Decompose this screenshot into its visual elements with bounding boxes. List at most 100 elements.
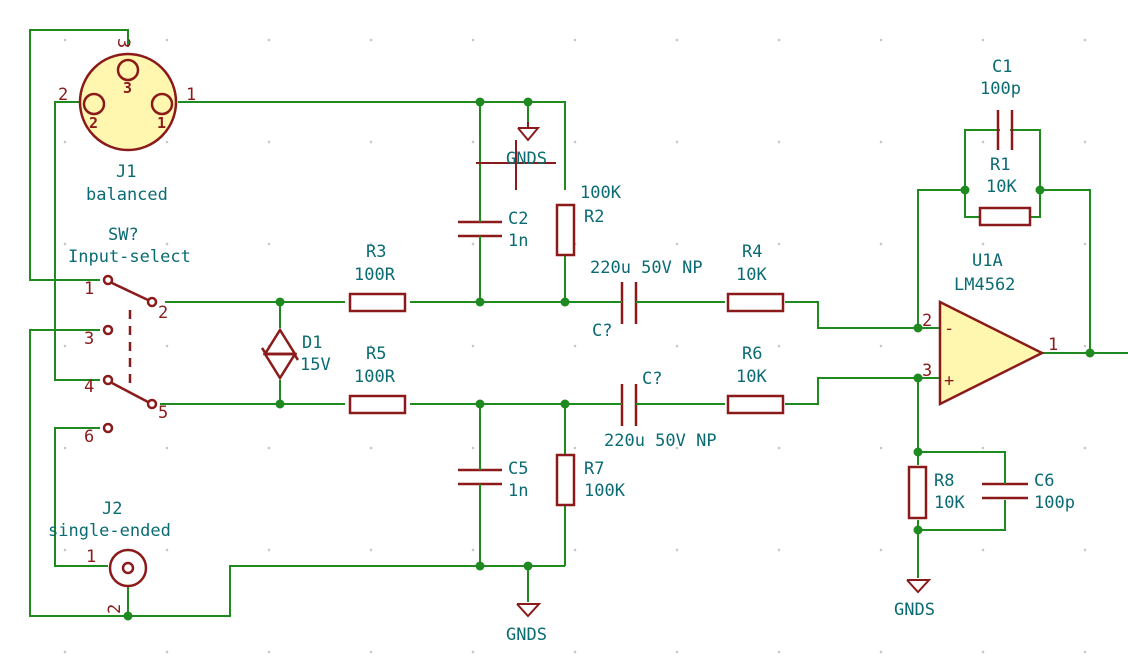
grid-dot	[573, 548, 577, 552]
r6-value: 10K	[736, 367, 767, 387]
junction	[913, 447, 923, 457]
junction	[475, 297, 485, 307]
wires	[29, 29, 1128, 617]
junction	[123, 611, 133, 621]
opamp-u1a[interactable]: - + 2 3 1 U1A LM4562	[922, 251, 1058, 407]
grid-dot	[879, 446, 883, 450]
grid-dot	[777, 344, 781, 348]
d1-bar-kink-b	[292, 353, 300, 361]
grid-dot	[1083, 242, 1087, 246]
junction	[523, 97, 533, 107]
grid-dot	[267, 140, 271, 144]
switch-contact-5[interactable]	[146, 398, 158, 410]
switch-contact-4[interactable]	[102, 374, 114, 386]
grid-dot	[369, 650, 373, 654]
grid-dot	[981, 548, 985, 552]
c1-ref: C1	[992, 57, 1012, 77]
resistor-r4[interactable]: R4 10K	[726, 242, 785, 313]
r2-body	[555, 203, 576, 257]
grid-dot	[675, 650, 679, 654]
capacitor-c2[interactable]: C2 1n	[458, 209, 528, 251]
grid-dot	[573, 140, 577, 144]
grid-dot	[369, 38, 373, 42]
grid-dot	[1083, 446, 1087, 450]
grid-dot	[573, 38, 577, 42]
grid-dot	[879, 344, 883, 348]
wire-r8-bottom	[917, 500, 1006, 531]
switch-contact-3[interactable]	[102, 324, 114, 336]
r3-ref: R3	[366, 242, 386, 262]
grid-dot	[165, 650, 169, 654]
junction	[475, 399, 485, 409]
junction	[475, 97, 485, 107]
grid-dot	[63, 446, 67, 450]
junction	[523, 561, 533, 571]
switch-contact-1[interactable]	[102, 274, 114, 286]
switch-lever-b	[111, 381, 149, 404]
switch-value: Input-select	[68, 247, 191, 267]
grid-dot	[981, 650, 985, 654]
grid-dot	[777, 446, 781, 450]
grid-dot	[471, 548, 475, 552]
r8-ref: R8	[934, 471, 954, 491]
junctions	[123, 97, 1095, 621]
resistor-r1[interactable]: R1 10K	[978, 155, 1032, 227]
r7-value: 100K	[584, 481, 626, 501]
resistor-r5[interactable]: R5 100R	[348, 344, 407, 415]
wire-feedback-left	[917, 189, 965, 328]
grid-dot	[879, 548, 883, 552]
grid-dot	[777, 650, 781, 654]
c1-value: 100p	[980, 79, 1021, 99]
switch-pin-5: 5	[158, 403, 168, 423]
grid-dot	[981, 446, 985, 450]
grid-dot	[471, 242, 475, 246]
resistor-r3[interactable]: R3 100R	[348, 242, 407, 313]
ca-value: 220u 50V NP	[590, 258, 703, 278]
switch-pin-4: 4	[84, 377, 94, 397]
resistor-r7[interactable]: R7 100K	[555, 453, 626, 507]
resistor-r8[interactable]: R8 10K	[907, 465, 965, 520]
grid-dot	[267, 38, 271, 42]
c5-value: 1n	[508, 481, 528, 501]
capacitor-c1[interactable]: C1 100p	[980, 57, 1021, 150]
wire-j1-pin2	[54, 101, 100, 381]
grid-dot	[675, 548, 679, 552]
r8-body	[907, 465, 928, 520]
connector-j2[interactable]: J2 single-ended 1 2	[48, 499, 171, 614]
connector-j1[interactable]: 3 2 1 3 2 1 J1 balanced	[58, 38, 196, 205]
ground-top: GNDS	[476, 122, 556, 190]
j1-pin-3-inner: 3	[123, 79, 132, 97]
r1-ref: R1	[990, 155, 1010, 175]
switch-contact-2[interactable]	[146, 296, 158, 308]
ground-top-label: GNDS	[506, 149, 547, 169]
junction	[913, 373, 923, 383]
d1-ref: D1	[302, 333, 322, 353]
capacitor-c5[interactable]: C5 1n	[458, 459, 528, 501]
capacitor-cb[interactable]: C? 220u 50V NP	[604, 369, 717, 451]
resistor-r2[interactable]: 100K R2	[555, 183, 622, 257]
j2-inner-pin	[121, 561, 135, 575]
capacitor-c6[interactable]: C6 100p	[982, 471, 1075, 513]
j1-pin-2-circle	[82, 92, 106, 116]
wire-feedback-right	[1040, 189, 1091, 353]
opamp-pin-1: 1	[1048, 335, 1058, 355]
diode-d1[interactable]: D1 15V	[260, 327, 331, 381]
j1-value: balanced	[86, 185, 168, 205]
grid-dot	[471, 344, 475, 348]
grid-dot	[267, 548, 271, 552]
r3-body	[348, 292, 407, 313]
ca-ref: C?	[592, 321, 612, 341]
j1-pin-2-label: 2	[58, 85, 68, 105]
resistor-r6[interactable]: R6 10K	[726, 344, 785, 415]
capacitor-ca[interactable]: 220u 50V NP C?	[590, 258, 703, 341]
junction	[913, 323, 923, 333]
grid-dot	[471, 650, 475, 654]
switch-input-select[interactable]: SW? Input-select 1 2 3 4 5 6	[68, 225, 191, 447]
j1-pin-1-label: 1	[186, 85, 196, 105]
switch-lever-a	[111, 281, 149, 302]
switch-contact-6[interactable]	[102, 422, 114, 434]
wire-j1-pin1	[178, 101, 566, 190]
r6-body	[726, 394, 785, 415]
wire-r4-opamp	[785, 301, 940, 329]
